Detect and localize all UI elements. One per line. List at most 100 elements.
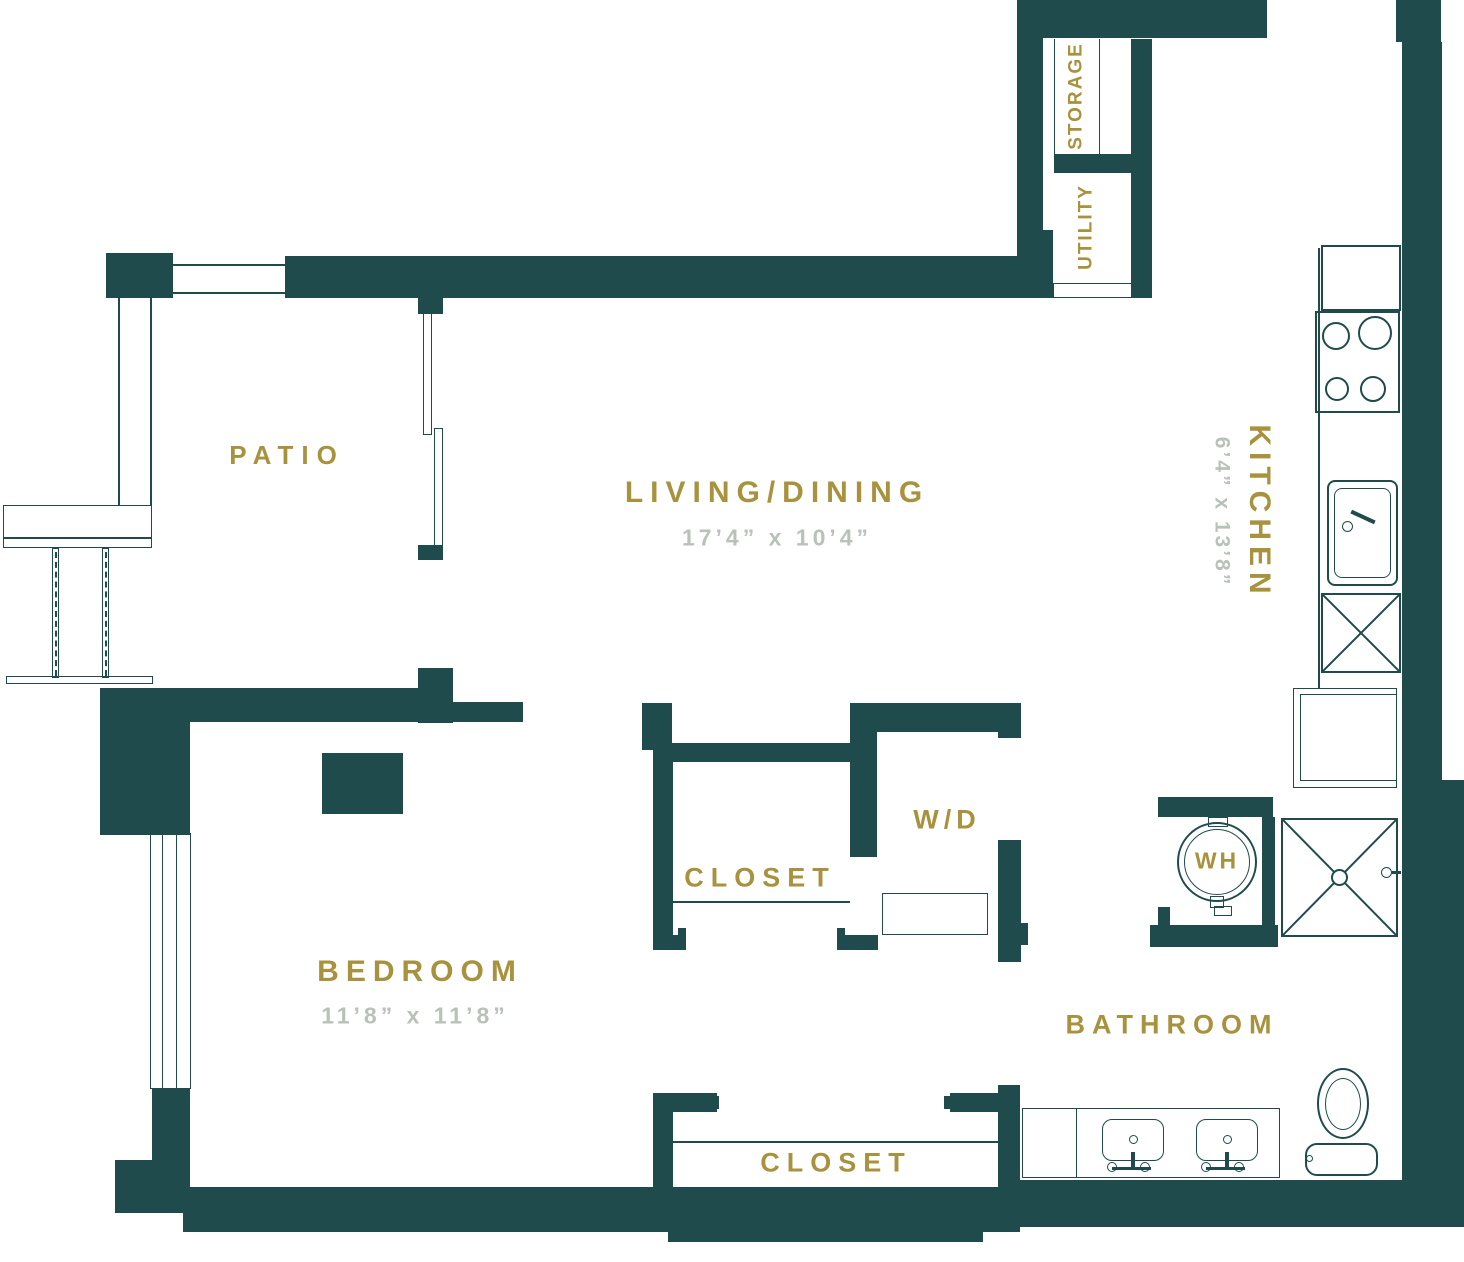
storage-shelf-line (1099, 39, 1100, 154)
wall-wh-right (1262, 817, 1275, 927)
dishwasher-x-icon (1323, 595, 1399, 671)
door-stop-bcloset-left (711, 1096, 719, 1109)
patio-stair-dash-right (105, 552, 107, 676)
vanity-faucet-bar-left (1112, 1167, 1151, 1170)
vanity-knob-left-2 (1140, 1162, 1150, 1172)
burner-top-right (1358, 316, 1392, 350)
wall-right-upper (1402, 0, 1441, 780)
bathroom-label: BATHROOM (1065, 1009, 1279, 1040)
living-dining-dimensions: 17’4” x 10’4” (681, 524, 873, 551)
vanity-faucet-stem-right (1225, 1152, 1229, 1170)
wall-wd-top (877, 703, 1005, 732)
fridge (1321, 245, 1401, 311)
wall-corner-sw (115, 1160, 183, 1213)
wall-bottom-left (183, 1187, 1020, 1232)
kitchen-cabinet-inner (1300, 694, 1397, 781)
wall-closet-bottom-right (837, 935, 878, 950)
right-wall-face-line (1441, 42, 1442, 780)
closet-rod (673, 901, 850, 903)
kitchen-dimensions: 6’4” x 13’8” (1210, 436, 1234, 588)
kitchen-faucet (1342, 521, 1353, 532)
patio-stair-dash-left (55, 552, 57, 676)
dishwasher (1321, 593, 1401, 673)
wall-bedroom-column (322, 753, 403, 814)
kitchen-sink-basin (1334, 488, 1391, 578)
toilet-bowl (1317, 1068, 1369, 1139)
water-heater-outer (1177, 822, 1257, 902)
wall-storage-utility-divider (1054, 154, 1131, 173)
wall-wd-right-bottom (998, 840, 1021, 962)
water-heater-label: WH (1194, 847, 1240, 874)
shower-head-icon (1381, 867, 1392, 878)
stove (1315, 311, 1400, 413)
wall-wh-bottom (1150, 925, 1278, 947)
wall-vertical-foot (1043, 230, 1053, 298)
wall-bcloset-right (998, 1085, 1020, 1187)
patio-rail-top-line (173, 264, 285, 266)
wall-bedroom-left-upper (100, 688, 190, 835)
washer-dryer-unit (882, 893, 988, 935)
wall-patio-top-cap (106, 253, 173, 298)
kitchen-counter-line (1318, 248, 1320, 688)
living-dining-label: LIVING/DINING (624, 476, 930, 509)
bedroom-window-pane-2 (176, 833, 177, 1089)
burner-bottom-left (1325, 377, 1349, 401)
patio-landing-upper (3, 505, 152, 538)
wall-closet-left (653, 750, 673, 950)
washer-dryer-label: W/D (913, 804, 981, 835)
vanity-faucet-stem-left (1131, 1152, 1135, 1170)
patio-label: PATIO (229, 440, 345, 470)
shower-arm (1392, 871, 1401, 874)
water-heater-pipe-bottom-2 (1214, 906, 1232, 916)
wall-closet-top (672, 743, 850, 762)
wall-closet-bottom-left (653, 935, 686, 950)
wall-top-main (285, 256, 1053, 298)
wall-bottom-lip (668, 1232, 983, 1242)
vanity-divider-line (1076, 1108, 1077, 1178)
wall-top-right (1043, 0, 1267, 38)
wall-bcloset-left-arm (653, 1093, 717, 1112)
door-stop-closet-right (837, 928, 845, 935)
door-stop-closet-left (678, 928, 686, 935)
wall-living-right-vertical (1017, 0, 1043, 298)
door-stop-bcloset-right (944, 1096, 952, 1109)
wall-wd-right-top (998, 703, 1021, 738)
bedroom-window (150, 833, 191, 1089)
sliding-door-panel-2 (434, 428, 443, 550)
wall-wh-left-stub (1158, 907, 1170, 925)
vanity-knob-right-1 (1201, 1162, 1211, 1172)
closet-label: CLOSET (684, 862, 836, 893)
water-heater-pipe-top (1208, 817, 1228, 827)
wall-bedroom-top-ext (453, 702, 523, 722)
wall-patio-pillar (418, 668, 453, 723)
kitchen-sink (1327, 480, 1398, 586)
burner-bottom-right (1360, 376, 1386, 402)
storage-left-line (1054, 39, 1055, 154)
bedroom-window-pane-1 (162, 833, 163, 1089)
wall-wh-top (1158, 797, 1273, 817)
patio-rail-bottom-line (173, 292, 285, 294)
patio-left-rail-1 (118, 298, 120, 506)
vanity-faucet-hole-right (1223, 1135, 1232, 1144)
patio-stair-rail-right (102, 548, 109, 678)
sliding-door-panel-1 (423, 313, 432, 435)
utility-label: UTILITY (1075, 184, 1097, 270)
vanity-knob-left-1 (1107, 1162, 1117, 1172)
vanity-faucet-hole-left (1129, 1135, 1138, 1144)
wall-bottom-right (1020, 1180, 1464, 1227)
shower-drain (1331, 869, 1348, 886)
patio-landing-mid (3, 538, 152, 548)
toilet-base (1305, 1143, 1378, 1176)
water-heater-pipe-bottom-1 (1210, 896, 1224, 908)
wall-storage-right (1131, 39, 1152, 298)
utility-door (1053, 283, 1132, 298)
toilet-flush-knob (1306, 1155, 1313, 1162)
wall-slider-stub-bottom (418, 545, 443, 560)
vanity-faucet-bar-right (1206, 1167, 1245, 1170)
wall-bcloset-left (653, 1112, 673, 1187)
wall-right-lower (1402, 780, 1464, 1227)
vanity-counter (1022, 1108, 1280, 1178)
water-heater-inner (1184, 829, 1250, 895)
bedroom-dimensions: 11’8” x 11’8” (321, 1002, 509, 1029)
